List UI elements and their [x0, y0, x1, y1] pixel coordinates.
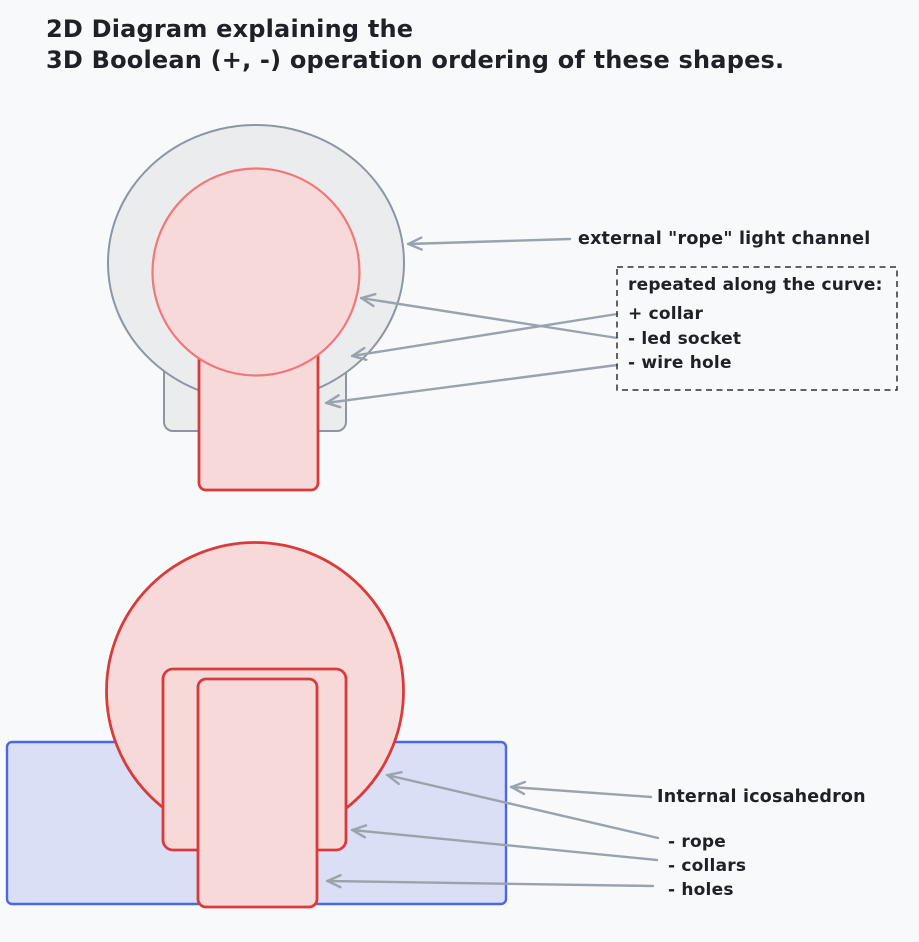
title-line-1: 2D Diagram explaining the — [46, 15, 414, 43]
callout-box-border — [616, 266, 898, 391]
arrow-wire-hole — [324, 363, 619, 409]
arrow-collar — [350, 312, 619, 362]
callout-item-led-socket: - led socket — [628, 328, 742, 349]
arrow-collars — [350, 824, 659, 862]
callout-box: repeated along the curve: + collar - led… — [617, 267, 897, 390]
arrow-led-socket — [359, 292, 619, 340]
bottom-legend-list: - rope - collars - holes — [668, 830, 746, 902]
hole-rect-bottom — [196, 677, 319, 909]
legend-item-collars: - collars — [668, 856, 747, 876]
arrow-rope — [385, 771, 660, 840]
legend-item-holes: - holes — [668, 880, 734, 900]
label-internal-icosahedron: Internal icosahedron — [657, 787, 866, 807]
title-line-2: 3D Boolean (+, -) operation ordering of … — [46, 46, 785, 74]
led-socket-circle — [151, 167, 361, 377]
callout-header: repeated along the curve: — [628, 275, 883, 295]
legend-item-rope: - rope — [668, 832, 726, 852]
callout-item-collar: + collar — [628, 304, 704, 324]
bottom-legend: - rope - collars - holes — [668, 830, 746, 902]
arrow-holes — [325, 874, 655, 889]
page-title: 2D Diagram explaining the 3D Boolean (+,… — [46, 14, 784, 76]
arrow-external-channel — [406, 236, 572, 251]
arrow-internal-icosahedron — [509, 780, 653, 799]
callout-item-list: + collar - led socket - wire hole — [628, 302, 897, 376]
callout-item-wire-hole: - wire hole — [628, 353, 732, 373]
label-external-rope-channel: external "rope" light channel — [578, 229, 871, 249]
